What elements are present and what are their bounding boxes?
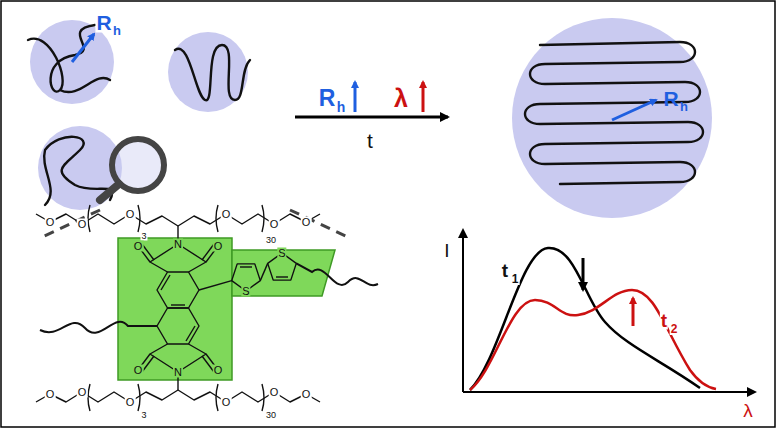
curve-subscript: 1 — [511, 273, 520, 285]
atom-label: O — [125, 397, 136, 408]
atom-label: O — [77, 219, 88, 230]
atom-label: O — [77, 387, 88, 398]
atom-label: O — [269, 387, 280, 398]
repeat-count: 30 — [265, 236, 277, 245]
radius-subscript: h — [112, 24, 122, 37]
atom-label: O — [45, 389, 56, 400]
atom-label: S — [241, 286, 250, 297]
atom-label: O — [213, 241, 224, 252]
radius-subscript: h — [679, 100, 689, 113]
repeat-count: 3 — [140, 232, 147, 241]
radius-symbol: R — [95, 12, 112, 33]
radius-arrow — [72, 34, 94, 62]
atom-label: N — [173, 367, 183, 378]
atom-label: O — [301, 389, 312, 400]
atom-label: O — [301, 217, 312, 228]
atom-label: O — [133, 241, 144, 252]
wavelength-symbol: λ — [393, 86, 409, 111]
atom-label: O — [221, 397, 232, 408]
folded-chain — [512, 18, 712, 218]
radius-symbol: R — [318, 87, 337, 110]
axis-label: λ — [742, 401, 754, 420]
time-label: t — [366, 130, 374, 151]
curve-label: t — [660, 311, 668, 330]
coil-group — [28, 20, 350, 238]
atom-label: O — [133, 365, 144, 376]
atom-label: O — [221, 209, 232, 220]
atom-label: S — [277, 248, 286, 259]
atom-label: O — [125, 209, 136, 220]
atom-label: O — [45, 217, 56, 228]
radius-subscript: h — [336, 100, 347, 114]
spectrum-chart — [463, 230, 755, 392]
curve-subscript: 2 — [670, 323, 679, 335]
axis-label: I — [443, 241, 450, 260]
repeat-count: 3 — [140, 411, 147, 420]
atom-label: O — [213, 365, 224, 376]
atom-label: O — [269, 219, 280, 230]
molecule — [36, 205, 378, 411]
process-arrow — [295, 82, 448, 117]
atom-label: N — [173, 239, 183, 250]
curve-label: t — [501, 261, 509, 280]
repeat-count: 30 — [265, 411, 277, 420]
radius-symbol: R — [662, 88, 679, 109]
